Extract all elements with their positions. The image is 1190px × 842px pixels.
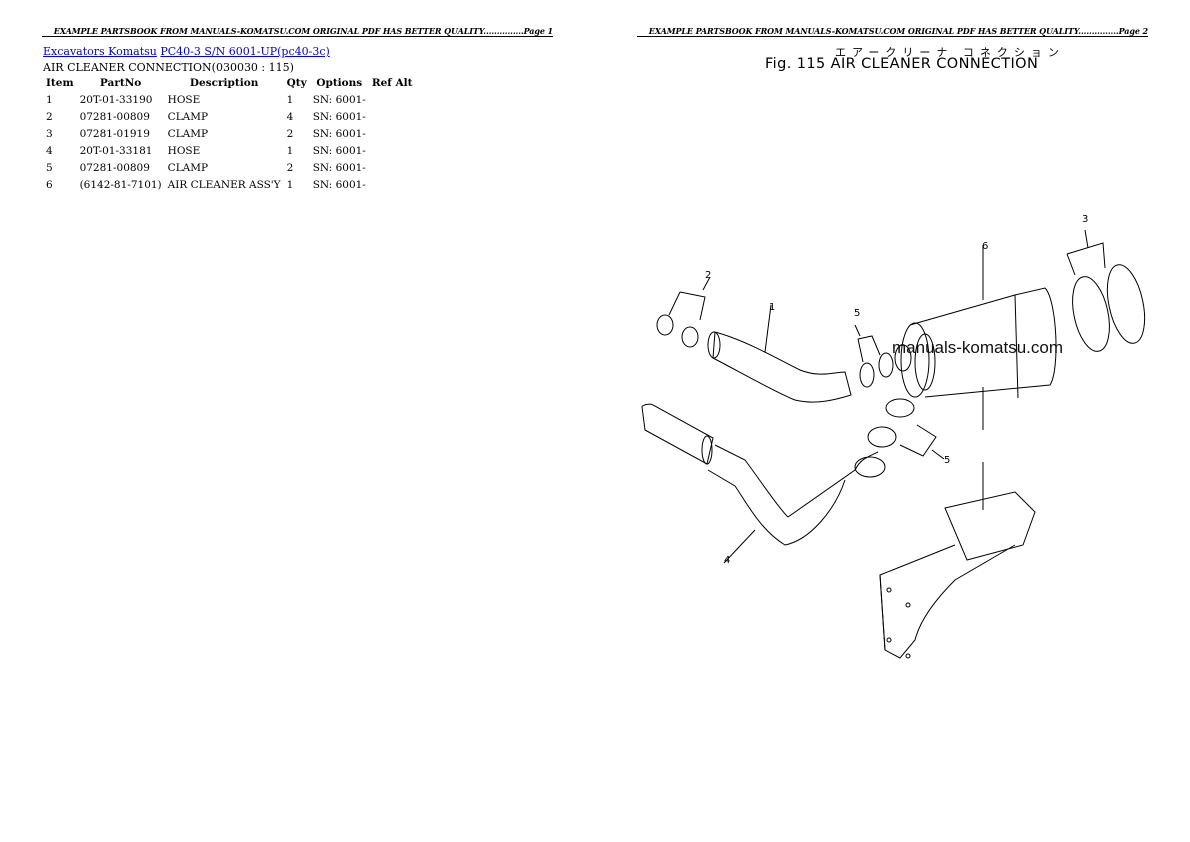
- cell-options: SN: 6001-: [312, 179, 366, 191]
- hose-1-drawing: [707, 304, 852, 403]
- page-number: Page 2: [1118, 26, 1149, 36]
- cell-item: 6: [46, 179, 53, 191]
- cell-ref-alt: [369, 143, 416, 160]
- table-row: 3 07281-01919 CLAMP 2 SN: 6001-: [43, 126, 415, 143]
- watermark: manuals-komatsu.com: [892, 338, 1064, 357]
- cell-ref-alt: [369, 92, 416, 109]
- breadcrumb-category-link[interactable]: Excavators Komatsu: [43, 45, 157, 58]
- callout-3: 3: [1082, 214, 1089, 225]
- table-header-row: Item PartNo Description Qty Options Ref …: [43, 76, 415, 92]
- cell-item: 5: [46, 162, 53, 174]
- air-cleaner-6-drawing: [900, 245, 1057, 430]
- cell-description: AIR CLEANER ASS'Y: [167, 179, 281, 191]
- cell-item: 3: [46, 128, 53, 140]
- cell-qty: 1: [286, 179, 294, 191]
- cell-options: SN: 6001-: [312, 128, 366, 140]
- callout-6: 6: [982, 241, 989, 252]
- clamps-3-drawing: [1066, 229, 1146, 352]
- page-1: EXAMPLE PARTSBOOK FROM MANUALS-KOMATSU.C…: [42, 26, 553, 194]
- cell-options: SN: 6001-: [312, 111, 366, 123]
- table-row: 6 (6142-81-7101) AIR CLEANER ASS'Y 1 SN:…: [43, 177, 415, 194]
- page-2: EXAMPLE PARTSBOOK FROM MANUALS-KOMATSU.C…: [595, 0, 1190, 842]
- figure-japanese-title: エアークリーナ コネクション: [835, 46, 1065, 59]
- cell-partno: (6142-81-7101): [79, 179, 162, 191]
- table-row: 2 07281-00809 CLAMP 4 SN: 6001-: [43, 109, 415, 126]
- page-header: EXAMPLE PARTSBOOK FROM MANUALS-KOMATSU.C…: [42, 26, 553, 36]
- header-banner: EXAMPLE PARTSBOOK FROM MANUALS-KOMATSU.C…: [648, 26, 1119, 36]
- clamps-2-drawing: [656, 276, 711, 348]
- cell-partno: 07281-01919: [79, 128, 150, 140]
- cell-description: HOSE: [167, 94, 201, 106]
- col-description: Description: [189, 77, 259, 89]
- exploded-parts-diagram: [641, 229, 1146, 659]
- cell-qty: 1: [286, 94, 294, 106]
- cell-qty: 4: [286, 111, 294, 123]
- cell-description: CLAMP: [167, 162, 209, 174]
- header-rule: [42, 36, 553, 37]
- table-row: 4 20T-01-33181 HOSE 1 SN: 6001-: [43, 143, 415, 160]
- section-title: AIR CLEANER CONNECTION(030030 : 115): [43, 61, 294, 74]
- clamps-5-lower-drawing: [867, 398, 945, 460]
- callout-5-lower: 5: [944, 455, 951, 466]
- cell-partno: 07281-00809: [79, 111, 150, 123]
- cell-options: SN: 6001-: [312, 145, 366, 157]
- header-banner: EXAMPLE PARTSBOOK FROM MANUALS-KOMATSU.C…: [53, 26, 524, 36]
- cell-qty: 2: [286, 162, 294, 174]
- header-rule: [637, 36, 1148, 37]
- cell-description: CLAMP: [167, 128, 209, 140]
- clamps-5-upper-drawing: [854, 324, 912, 388]
- cell-item: 2: [46, 111, 53, 123]
- cell-partno: 20T-01-33181: [79, 145, 153, 157]
- cell-partno: 20T-01-33190: [79, 94, 153, 106]
- cell-description: CLAMP: [167, 111, 209, 123]
- col-item: Item: [46, 77, 74, 89]
- cell-partno: 07281-00809: [79, 162, 150, 174]
- table-row: 5 07281-00809 CLAMP 2 SN: 6001-: [43, 160, 415, 177]
- cell-ref-alt: [369, 177, 416, 194]
- cell-ref-alt: [369, 109, 416, 126]
- cell-ref-alt: [369, 160, 416, 177]
- col-partno: PartNo: [99, 77, 142, 89]
- callout-1: 1: [769, 302, 776, 313]
- callout-4: 4: [724, 555, 731, 566]
- figure-title: Fig. 115 AIR CLEANER CONNECTION: [765, 56, 1039, 72]
- cell-item: 1: [46, 94, 53, 106]
- bracket-drawing: [879, 462, 1036, 659]
- parts-table: Item PartNo Description Qty Options Ref …: [43, 76, 415, 194]
- breadcrumb: Excavators Komatsu PC40-3 S/N 6001-UP(pc…: [43, 45, 330, 58]
- col-ref-alt: Ref Alt: [371, 77, 413, 89]
- callout-5-upper: 5: [854, 308, 861, 319]
- cell-ref-alt: [369, 126, 416, 143]
- col-qty: Qty: [286, 77, 307, 89]
- callout-2: 2: [705, 270, 712, 281]
- col-options: Options: [316, 77, 363, 89]
- cell-qty: 1: [286, 145, 294, 157]
- page-number: Page 1: [523, 26, 554, 36]
- cell-item: 4: [46, 145, 53, 157]
- cell-options: SN: 6001-: [312, 94, 366, 106]
- page-header: EXAMPLE PARTSBOOK FROM MANUALS-KOMATSU.C…: [637, 26, 1148, 36]
- hose-4-drawing: [641, 403, 886, 564]
- cell-description: HOSE: [167, 145, 201, 157]
- table-row: 1 20T-01-33190 HOSE 1 SN: 6001-: [43, 92, 415, 109]
- cell-options: SN: 6001-: [312, 162, 366, 174]
- breadcrumb-model-link[interactable]: PC40-3 S/N 6001-UP(pc40-3c): [160, 45, 330, 58]
- cell-qty: 2: [286, 128, 294, 140]
